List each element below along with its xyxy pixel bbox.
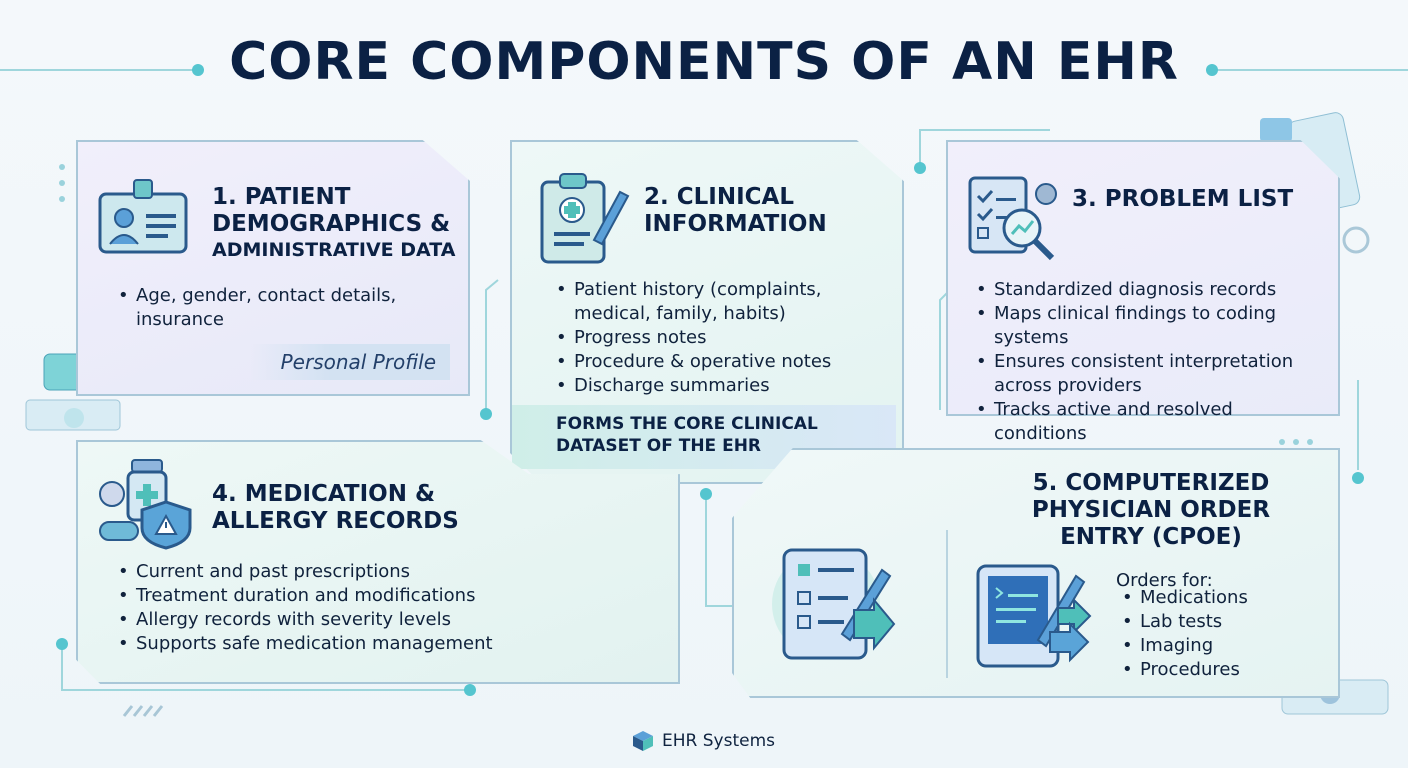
bullet-list: Medications Lab tests Imaging Procedures — [1120, 586, 1300, 682]
card-divider — [946, 530, 948, 678]
card-title: 1. PATIENT DEMOGRAPHICS & — [212, 184, 451, 237]
list-item: Medications — [1120, 586, 1300, 610]
bullet-list: Current and past prescriptions Treatment… — [116, 560, 536, 656]
card-subtitle: ADMINISTRATIVE DATA — [212, 239, 456, 261]
list-item: Standardized diagnosis records — [974, 278, 1324, 302]
list-item: Lab tests — [1120, 610, 1300, 634]
card-title: 4. MEDICATION & ALLERGY RECORDS — [212, 481, 459, 534]
list-item: Treatment duration and modifications — [116, 584, 536, 608]
list-item: Maps clinical findings to coding systems — [974, 302, 1324, 350]
checklist-magnifier-icon — [968, 176, 1057, 261]
list-item: Patient history (complaints, medical, fa… — [554, 278, 854, 326]
bullet-list: Standardized diagnosis records Maps clin… — [974, 278, 1324, 446]
id-badge-icon — [98, 179, 188, 254]
personal-profile-tag: Personal Profile — [250, 344, 450, 380]
list-item: Ensures consistent interpretation across… — [974, 350, 1324, 398]
page-title: CORE COMPONENTS OF AN EHR — [229, 32, 1179, 92]
list-item: Imaging — [1120, 634, 1300, 658]
list-item: Tracks active and resolved conditions — [974, 398, 1324, 446]
list-item: Procedure & operative notes — [554, 350, 854, 374]
bullet-list: Patient history (complaints, medical, fa… — [554, 278, 854, 398]
clipboard-icon — [540, 173, 630, 264]
footer-brand: EHR Systems — [632, 730, 775, 752]
list-item: Allergy records with severity levels — [116, 608, 536, 632]
list-item: Discharge summaries — [554, 374, 854, 398]
bullet-list: Age, gender, contact details, insurance — [116, 284, 436, 332]
list-item: Age, gender, contact details, insurance — [116, 284, 436, 332]
list-item: Supports safe medication management — [116, 632, 536, 656]
cube-logo-icon — [633, 731, 653, 751]
list-item: Progress notes — [554, 326, 854, 350]
list-item: Procedures — [1120, 658, 1300, 682]
medication-shield-icon — [99, 459, 192, 550]
card-title: 3. PROBLEM LIST — [1072, 186, 1294, 212]
tablet-code-icon — [976, 564, 1092, 668]
card-title: 2. CLINICAL INFORMATION — [644, 184, 827, 237]
tablet-order-icon — [772, 548, 896, 660]
card-title: 5. COMPUTERIZED PHYSICIAN ORDER ENTRY (C… — [1031, 470, 1271, 550]
list-item: Current and past prescriptions — [116, 560, 536, 584]
footer-brand-name: EHR Systems — [662, 731, 775, 751]
